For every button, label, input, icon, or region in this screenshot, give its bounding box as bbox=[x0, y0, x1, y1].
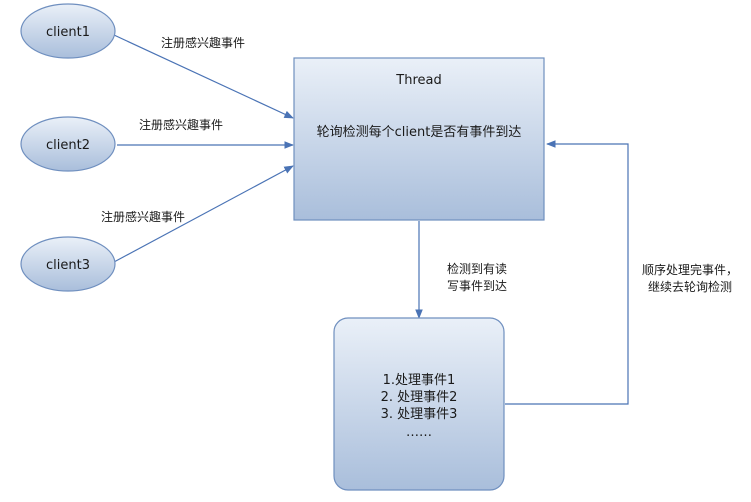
edge-labels: 注册感兴趣事件 注册感兴趣事件 注册感兴趣事件 检测到有读 写事件到达 顺序处理… bbox=[101, 35, 738, 294]
edge-label-register-2: 注册感兴趣事件 bbox=[139, 117, 223, 132]
handler-line-2: 2. 处理事件2 bbox=[381, 390, 458, 405]
edge-label-register-3: 注册感兴趣事件 bbox=[101, 209, 185, 224]
edge-label-detected-line-1: 检测到有读 bbox=[447, 261, 507, 276]
client-ellipse-3 bbox=[20, 236, 116, 292]
handler-node: 1.处理事件1 2. 处理事件2 3. 处理事件3 …… bbox=[333, 317, 505, 491]
edge-label-register-1: 注册感兴趣事件 bbox=[161, 35, 245, 50]
handler-box bbox=[333, 317, 505, 491]
edge-label-detected-line-2: 写事件到达 bbox=[447, 279, 507, 293]
client-node-1: client1 bbox=[20, 3, 116, 59]
handler-line-1: 1.处理事件1 bbox=[383, 373, 456, 388]
edge-client3-to-thread bbox=[113, 165, 294, 263]
thread-node: Thread 轮询检测每个client是否有事件到达 bbox=[293, 57, 545, 221]
handler-line-4: …… bbox=[406, 425, 432, 440]
edge-label-continue-line-1: 顺序处理完事件， bbox=[642, 262, 738, 277]
thread-description: 轮询检测每个client是否有事件到达 bbox=[317, 124, 522, 140]
edge-handler-to-thread bbox=[505, 140, 629, 405]
client-node-3: client3 bbox=[20, 236, 116, 292]
client-label-2: client2 bbox=[46, 138, 90, 153]
thread-title: Thread bbox=[395, 73, 441, 88]
client-label-3: client3 bbox=[46, 258, 90, 273]
client-ellipse-2 bbox=[20, 116, 116, 172]
handler-line-3: 3. 处理事件3 bbox=[381, 407, 458, 422]
client-label-1: client1 bbox=[46, 25, 90, 40]
edge-client1-to-thread bbox=[113, 34, 294, 119]
client-ellipse-1 bbox=[20, 3, 116, 59]
edge-label-continue-line-2: 继续去轮询检测 bbox=[648, 279, 732, 294]
client-node-2: client2 bbox=[20, 116, 116, 172]
edges bbox=[113, 34, 629, 405]
thread-box bbox=[293, 57, 545, 221]
